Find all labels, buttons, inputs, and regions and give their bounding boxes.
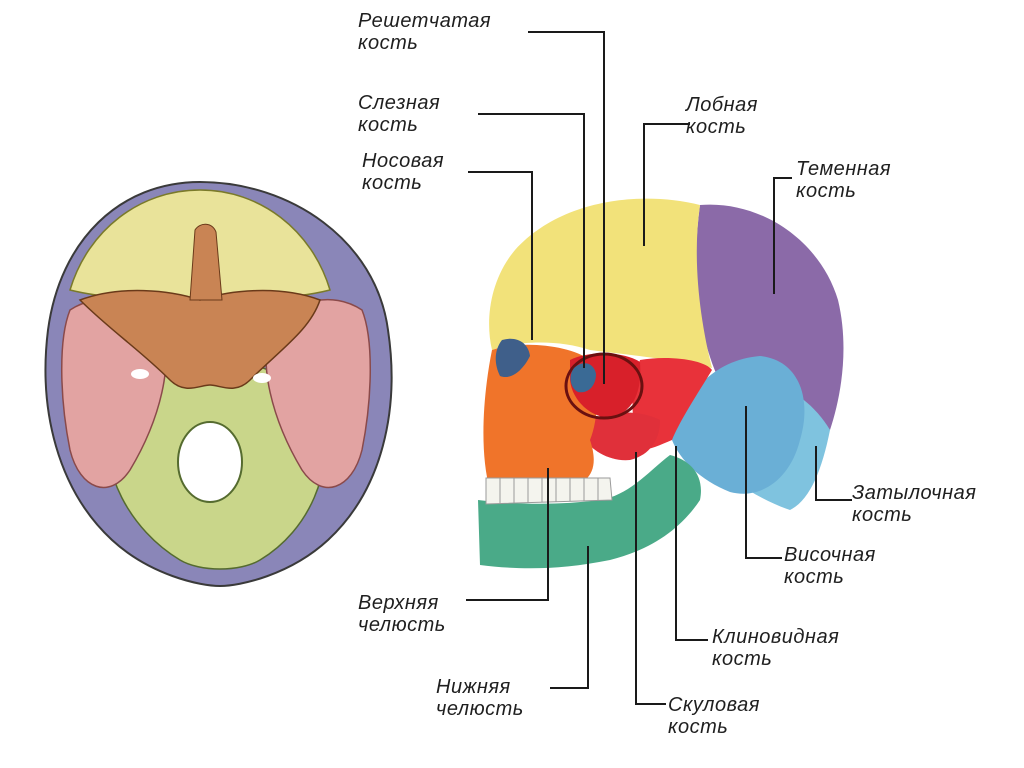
- leader-sphenoid: [675, 446, 708, 641]
- leader-temporal: [745, 406, 782, 559]
- label-nasal-line1: Носовая: [362, 150, 444, 172]
- skull-base-figure: [44, 180, 393, 588]
- label-lacrimal-bone: Слезная кость: [358, 92, 440, 136]
- label-nasal-bone: Носовая кость: [362, 150, 444, 194]
- label-temporal-line1: Височная: [784, 544, 876, 566]
- label-frontal-line2: кость: [686, 116, 747, 138]
- label-sphenoid-line1: Клиновидная: [712, 626, 840, 648]
- label-parietal-line2: кость: [796, 180, 857, 202]
- label-temporal-bone: Височная кость: [784, 544, 876, 588]
- label-mandible-line1: Нижняя: [436, 676, 511, 698]
- mandible-bone: [478, 455, 701, 569]
- temporal-bone: [672, 356, 805, 494]
- zygomatic-bone: [585, 412, 660, 461]
- leader-frontal: [643, 123, 690, 246]
- leader-lines: [466, 31, 852, 705]
- label-maxilla-line2: челюсть: [358, 614, 446, 636]
- label-mandible-line2: челюсть: [436, 698, 524, 720]
- label-nasal-line2: кость: [362, 172, 423, 194]
- maxilla-bone: [483, 344, 597, 490]
- nasal-bone: [495, 338, 530, 378]
- base-ethmoid-crest: [189, 223, 223, 301]
- label-occipital-line1: Затылочная: [852, 482, 977, 504]
- leader-nasal: [468, 171, 533, 340]
- leader-occipital: [815, 446, 852, 501]
- label-temporal-line2: кость: [784, 566, 845, 588]
- label-ethmoid-line2: кость: [358, 32, 419, 54]
- label-mandible: Нижняя челюсть: [436, 676, 524, 720]
- leader-zygomatic: [635, 452, 666, 705]
- skull-lateral-figure: [478, 198, 844, 569]
- label-parietal-bone: Теменная кость: [796, 158, 891, 202]
- foramen-magnum: [177, 421, 243, 503]
- label-ethmoid-bone: Решетчатая кость: [358, 10, 491, 54]
- label-parietal-line1: Теменная: [796, 158, 892, 180]
- teeth-lines: [499, 478, 599, 503]
- leader-maxilla: [466, 468, 549, 601]
- leader-lacrimal: [478, 113, 585, 368]
- label-maxilla: Верхняя челюсть: [358, 592, 446, 636]
- leader-mandible: [550, 546, 589, 689]
- foramen-left: [131, 369, 149, 379]
- lacrimal-bone: [570, 363, 596, 393]
- label-occipital-bone: Затылочная кость: [852, 482, 976, 526]
- label-zygomatic-line2: кость: [668, 716, 729, 738]
- leader-parietal: [773, 177, 792, 294]
- label-sphenoid-bone: Клиновидная кость: [712, 626, 839, 670]
- label-zygomatic-line1: Скуловая: [668, 694, 760, 716]
- label-maxilla-line1: Верхняя: [358, 592, 439, 614]
- foramen-right: [253, 373, 271, 383]
- label-ethmoid-line1: Решетчатая: [358, 10, 492, 32]
- leader-ethmoid: [528, 31, 605, 384]
- label-lacrimal-line1: Слезная: [358, 92, 441, 114]
- label-frontal-line1: Лобная: [686, 94, 758, 116]
- label-zygomatic-bone: Скуловая кость: [668, 694, 760, 738]
- label-occipital-line2: кость: [852, 504, 913, 526]
- label-sphenoid-line2: кость: [712, 648, 773, 670]
- label-frontal-bone: Лобная кость: [686, 94, 758, 138]
- frontal-bone: [489, 198, 712, 368]
- label-lacrimal-line2: кость: [358, 114, 419, 136]
